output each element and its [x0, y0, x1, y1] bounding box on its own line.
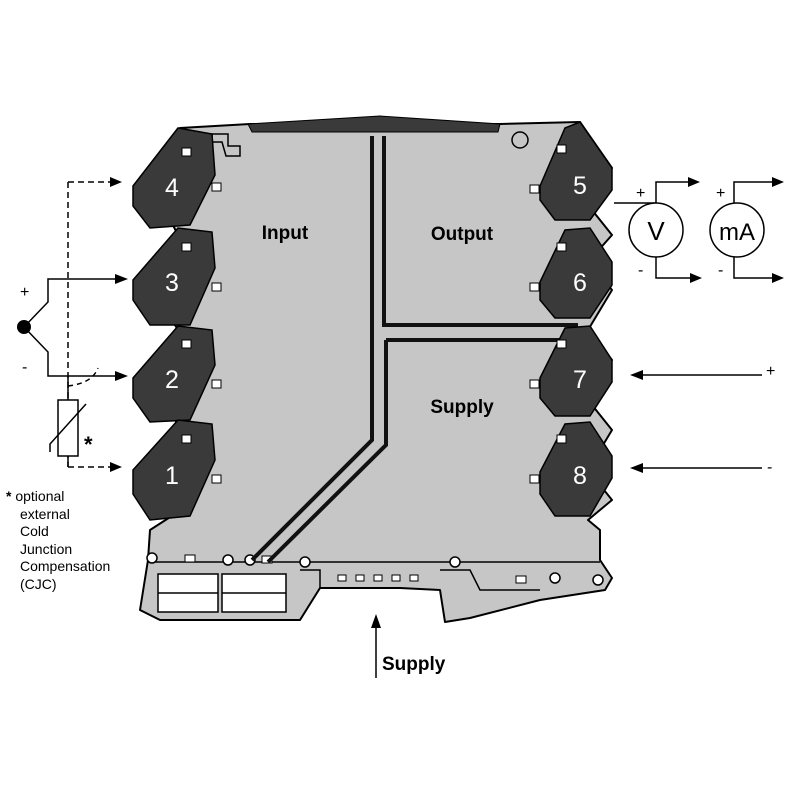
- terminal-label-6: 6: [573, 269, 587, 297]
- thermocouple-plus: +: [20, 284, 29, 301]
- bottom-supply-label: Supply: [382, 654, 446, 675]
- cjc-footnote-marker: *: [6, 488, 12, 504]
- rtd-asterisk: *: [84, 432, 93, 457]
- cjc-footnote-line-1: * optional: [6, 488, 166, 506]
- ammeter: [709, 202, 765, 258]
- top-rail: [247, 115, 501, 133]
- thermocouple-minus: -: [22, 359, 27, 376]
- input-arrows: [110, 177, 128, 472]
- section-dividers: [250, 136, 580, 564]
- thermocouple-junction: [17, 320, 31, 334]
- cjc-footnote-line-3: Cold: [20, 523, 49, 539]
- ammeter-minus: -: [718, 262, 723, 279]
- cjc-footnote-line-5: Compensation: [20, 558, 111, 574]
- top-clip-left: [211, 133, 241, 157]
- cjc-footnote-text-1: optional: [15, 488, 65, 504]
- terminal-label-8: 8: [573, 462, 587, 490]
- supply-minus: -: [767, 459, 772, 476]
- cjc-footnote: * optional external Cold Junction Compen…: [6, 488, 166, 593]
- terminal-label-4: 4: [165, 174, 179, 202]
- supply-plus: +: [766, 363, 775, 380]
- supply-arrows: [371, 370, 643, 628]
- rtd-sensor: [49, 399, 87, 457]
- terminal-label-3: 3: [165, 269, 179, 297]
- top-screw-right: [511, 131, 529, 149]
- bottom-foot: [150, 561, 600, 613]
- section-label-supply: Supply: [430, 397, 494, 418]
- terminal-screws: [181, 144, 567, 484]
- supply-wiring: [375, 374, 762, 678]
- input-wiring: [23, 181, 115, 468]
- cjc-footnote-line-2: external: [20, 505, 70, 522]
- section-label-input: Input: [262, 223, 309, 244]
- voltmeter-label: V: [647, 216, 665, 246]
- section-label-output: Output: [431, 224, 494, 245]
- cjc-footnote-line-4: Junction: [20, 540, 73, 557]
- bottom-slots: [184, 554, 527, 584]
- ammeter-label: mA: [719, 219, 755, 246]
- ammeter-plus: +: [716, 185, 725, 202]
- terminal-label-7: 7: [573, 366, 587, 394]
- terminal-label-2: 2: [165, 366, 179, 394]
- output-wiring: [614, 181, 774, 279]
- voltmeter-plus: +: [636, 185, 645, 202]
- cjc-footnote-line-6: (CJC): [20, 575, 57, 592]
- voltmeter-minus: -: [638, 262, 643, 279]
- terminal-label-5: 5: [573, 172, 587, 200]
- voltmeter: [628, 202, 684, 258]
- output-arrows: [688, 177, 784, 283]
- bottom-screws: [146, 552, 604, 586]
- terminal-blocks-left: [132, 127, 216, 521]
- terminal-label-1: 1: [165, 462, 179, 490]
